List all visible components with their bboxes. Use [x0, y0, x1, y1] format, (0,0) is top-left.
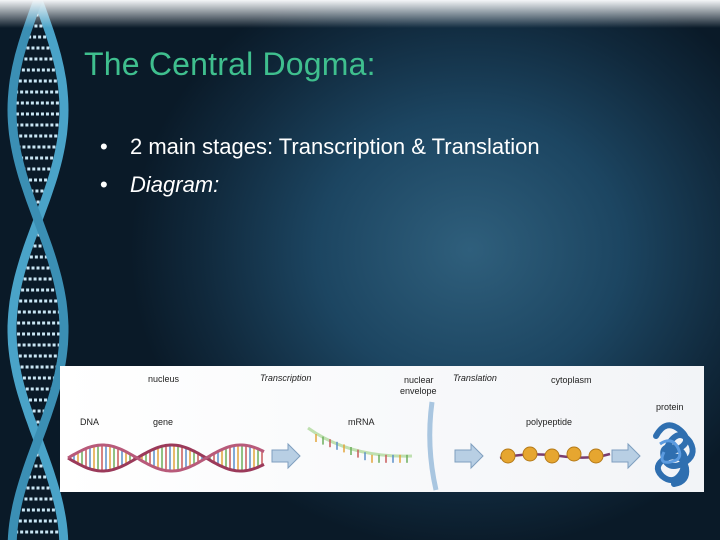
bullet-item-diagram: • Diagram:: [100, 166, 540, 204]
transport-arrows: [271, 442, 641, 470]
label-transcription: Transcription: [260, 373, 312, 383]
diagram-artwork: [60, 366, 704, 492]
label-nucleus: nucleus: [148, 374, 180, 384]
dna-helix-decoration: [7, 0, 69, 540]
label-translation: Translation: [453, 373, 497, 383]
amino-acid-bead: [500, 448, 516, 464]
amino-acid-bead: [544, 448, 560, 464]
label-nuclear: nuclear: [404, 375, 434, 385]
amino-acid-bead: [588, 448, 604, 464]
bullet-list: • 2 main stages: Transcription & Translat…: [100, 128, 540, 204]
bullet-text: 2 main stages: Transcription & Translati…: [130, 134, 540, 159]
nuclear-envelope-membrane: [427, 401, 439, 491]
amino-acid-bead: [566, 446, 582, 462]
central-dogma-diagram: nucleus Transcription nuclear envelope T…: [60, 366, 704, 492]
label-dna: DNA: [80, 417, 100, 427]
label-gene: gene: [153, 417, 174, 427]
label-protein: protein: [656, 402, 684, 412]
amino-acid-bead: [522, 446, 538, 462]
label-mrna: mRNA: [348, 417, 375, 427]
mrna-strand: [307, 426, 413, 463]
label-cytoplasm: cytoplasm: [551, 375, 592, 385]
bullet-marker: •: [100, 134, 108, 159]
slide-title: The Central Dogma:: [84, 46, 376, 82]
bullet-item-stages: • 2 main stages: Transcription & Translat…: [100, 128, 540, 166]
label-envelope: envelope: [400, 386, 437, 396]
polypeptide-chain: [499, 446, 611, 464]
bullet-marker: •: [100, 172, 108, 197]
folded-protein: [653, 422, 696, 487]
label-polypeptide: polypeptide: [526, 417, 573, 427]
dna-double-helix: [69, 445, 263, 471]
bullet-text: Diagram:: [130, 172, 220, 197]
